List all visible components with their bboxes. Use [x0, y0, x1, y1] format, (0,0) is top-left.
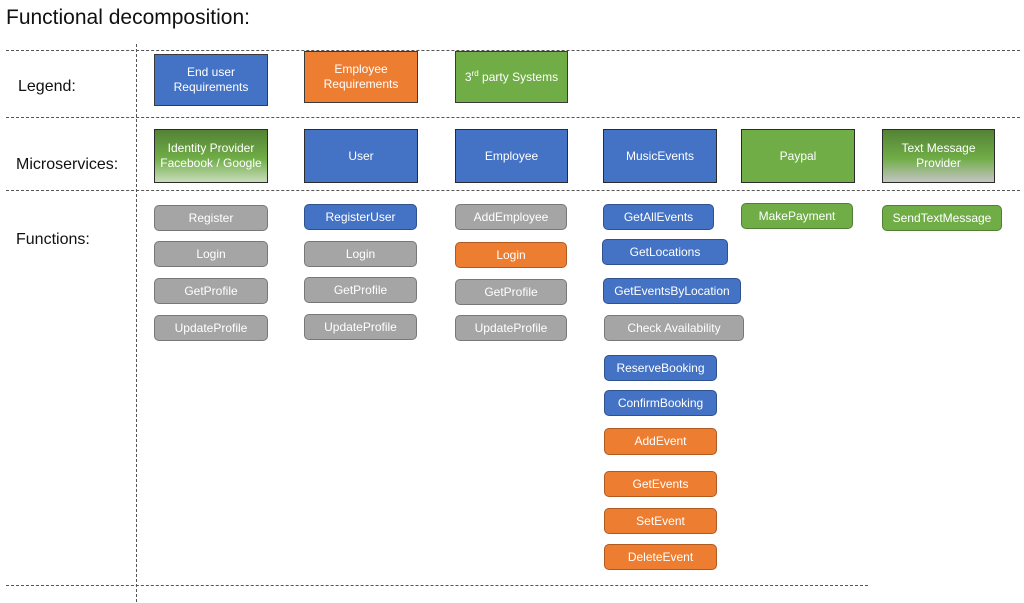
function-delete-event: DeleteEvent: [604, 544, 717, 570]
microservices-row-label: Microservices:: [16, 156, 119, 173]
function-set-event: SetEvent: [604, 508, 717, 534]
legend-third-party-text: 3rd party Systems: [464, 68, 559, 84]
function-send-text-message: SendTextMessage: [882, 205, 1002, 231]
function-update-profile: UpdateProfile: [455, 315, 567, 341]
service-employee: Employee: [455, 129, 568, 183]
function-register-user: RegisterUser: [304, 204, 417, 230]
legend-employee: Employee Requirements: [304, 51, 418, 103]
service-identity-provider: Identity Provider Facebook / Google: [154, 129, 268, 183]
service-paypal: Paypal: [741, 129, 855, 183]
function-confirm-booking: ConfirmBooking: [604, 390, 717, 416]
function-update-profile: UpdateProfile: [304, 314, 417, 340]
page-title: Functional decomposition:: [6, 6, 250, 29]
function-make-payment: MakePayment: [741, 203, 853, 229]
function-add-event: AddEvent: [604, 428, 717, 455]
function-get-profile: GetProfile: [154, 278, 268, 304]
service-music-events: MusicEvents: [603, 129, 717, 183]
function-register: Register: [154, 205, 268, 231]
legend-row-label: Legend:: [18, 78, 76, 95]
service-text-message-provider: Text Message Provider: [882, 129, 995, 183]
function-get-events-by-location: GetEventsByLocation: [603, 278, 741, 304]
functions-row-label: Functions:: [16, 231, 90, 248]
function-update-profile: UpdateProfile: [154, 315, 268, 341]
function-get-profile: GetProfile: [304, 277, 417, 303]
function-get-all-events: GetAllEvents: [603, 204, 714, 230]
function-login: Login: [154, 241, 268, 267]
function-reserve-booking: ReserveBooking: [604, 355, 717, 381]
separator-top: [6, 50, 1020, 51]
separator-microservices: [6, 190, 1020, 191]
function-get-profile: GetProfile: [455, 279, 567, 305]
function-get-events: GetEvents: [604, 471, 717, 497]
function-login: Login: [455, 242, 567, 268]
function-login: Login: [304, 241, 417, 267]
legend-end-user: End user Requirements: [154, 54, 268, 106]
separator-bottom: [6, 585, 868, 586]
legend-third-party: 3rd party Systems: [455, 51, 568, 103]
function-add-employee: AddEmployee: [455, 204, 567, 230]
separator-vertical: [136, 44, 137, 602]
function-get-locations: GetLocations: [602, 239, 728, 265]
service-user: User: [304, 129, 418, 183]
separator-legend: [6, 117, 1020, 118]
function-check-availability: Check Availability: [604, 315, 744, 341]
